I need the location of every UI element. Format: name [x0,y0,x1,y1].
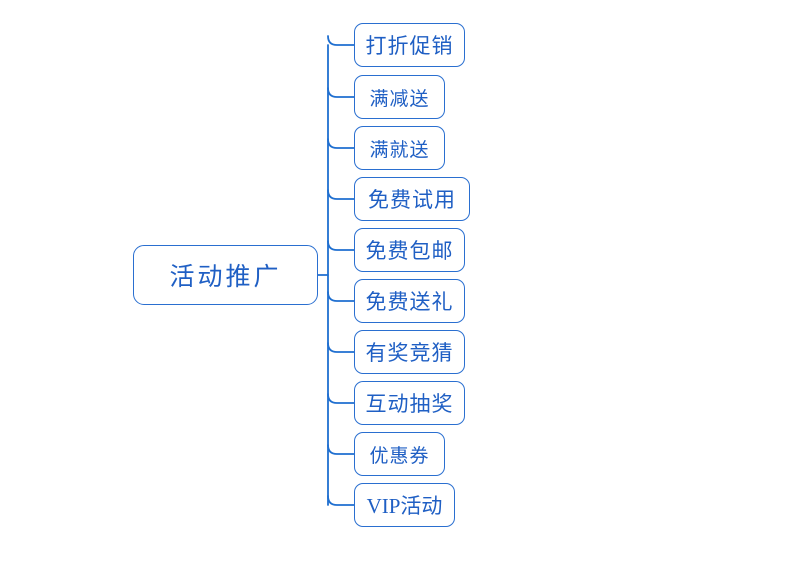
branch-connector-1 [327,35,355,46]
child-node-1[interactable]: 打折促销 [354,23,465,67]
child-node-4[interactable]: 免费试用 [354,177,470,221]
branch-connector-2 [327,87,355,98]
branch-connector-3 [327,138,355,149]
branch-connector-4 [327,189,355,200]
branch-connector-6 [327,291,355,302]
child-node-3[interactable]: 满就送 [354,126,445,170]
branch-connector-10 [327,495,355,506]
branch-connector-9 [327,444,355,455]
child-node-5[interactable]: 免费包邮 [354,228,465,272]
child-node-8[interactable]: 互动抽奖 [354,381,465,425]
branch-connector-5 [327,240,355,251]
child-node-6[interactable]: 免费送礼 [354,279,465,323]
child-node-9[interactable]: 优惠券 [354,432,445,476]
child-node-10[interactable]: VIP活动 [354,483,455,527]
child-node-2[interactable]: 满减送 [354,75,445,119]
branch-connector-7 [327,342,355,353]
branch-connector-8 [327,393,355,404]
child-node-7[interactable]: 有奖竞猜 [354,330,465,374]
root-node[interactable]: 活动推广 [133,245,318,305]
